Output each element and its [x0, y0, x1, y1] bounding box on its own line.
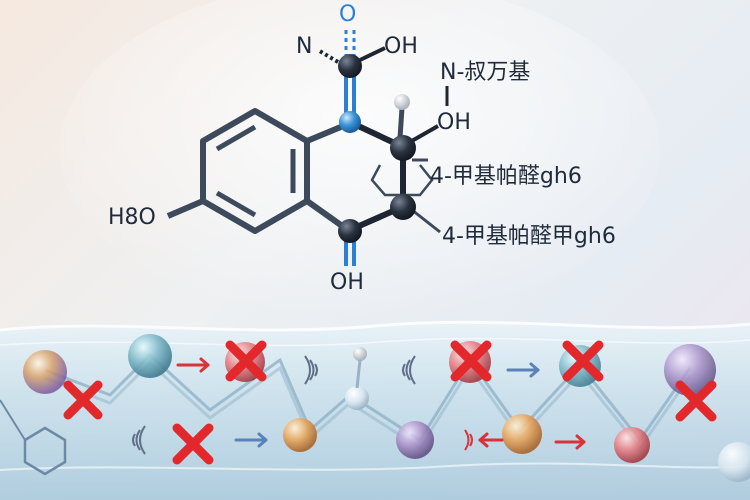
particle-bubble	[128, 334, 172, 378]
atom-label-mid-hydroxyl: OH	[437, 110, 471, 135]
particle-bubble	[283, 418, 317, 452]
membrane-inner-line	[0, 337, 750, 347]
signal-wave-icon	[464, 429, 473, 451]
signal-wave-icon	[132, 425, 146, 455]
particle-bubble	[345, 386, 369, 410]
particle-small-atom	[353, 347, 367, 361]
particle-bubble	[23, 350, 67, 394]
particle-bubble	[396, 421, 434, 459]
top-carbon-atom	[338, 54, 362, 78]
arrow-icon	[176, 357, 210, 373]
hexagon-bond	[0, 399, 26, 441]
annotation-n-group: N-叔万基	[440, 60, 531, 85]
arrow-icon	[234, 432, 268, 448]
ring-inner-bond	[215, 124, 257, 152]
atom-label-left-substituent: H8O	[108, 205, 156, 230]
annotation-methyl-1: 4-甲基帕醛gh6	[430, 164, 582, 189]
particle-bubble	[718, 442, 750, 482]
carbon-atom-left	[338, 219, 362, 243]
membrane-top-edge	[0, 320, 750, 332]
atom-label-bottom-hydroxyl: OH	[330, 270, 364, 295]
bond-to-top-hydroxyl	[359, 46, 386, 62]
bond-to-hydrogen	[397, 107, 405, 139]
bond-ring-to-lower-carbon	[305, 198, 347, 231]
carbon-atom-lower	[390, 194, 416, 220]
bond-to-mid-hydroxyl	[409, 124, 439, 144]
hydrogen-atom	[394, 94, 410, 110]
membrane-bottom-edge	[0, 462, 750, 471]
nitrogen-atom-blue	[339, 111, 361, 133]
background-glow	[60, 0, 660, 320]
signal-waves	[132, 355, 473, 455]
arrow-icon	[478, 432, 504, 448]
atom-label-top-nitrogen: N	[296, 34, 313, 59]
carbon-atom-upper	[390, 135, 416, 161]
particle-bubble	[502, 414, 542, 454]
arrow-icon	[554, 434, 586, 450]
particle-bond	[355, 359, 362, 389]
bond-to-left-substituent	[166, 198, 205, 219]
cross-mark-icon	[675, 380, 717, 422]
blocked-markers	[63, 340, 717, 465]
particle-bubble	[614, 427, 650, 463]
signal-wave-icon	[304, 355, 318, 385]
flow-arrows	[176, 357, 586, 450]
bond-to-annotation	[411, 208, 441, 234]
cross-mark-icon	[562, 340, 604, 382]
atom-label-top-oxygen: O	[339, 2, 357, 27]
ring-inner-bond	[215, 190, 257, 218]
annotation-methyl-2: 4-甲基帕醛甲gh6	[442, 224, 616, 249]
hashed-bond-to-n	[316, 48, 340, 64]
cross-mark-icon	[172, 423, 214, 465]
hexagon-fragment	[23, 426, 67, 476]
cross-mark-icon	[225, 340, 267, 382]
atom-label-top-hydroxyl: OH	[384, 34, 418, 59]
cross-mark-icon	[450, 340, 492, 382]
signal-wave-icon	[402, 355, 416, 385]
arrow-icon	[506, 362, 540, 378]
molecule-structure	[166, 28, 449, 266]
cross-mark-icon	[63, 380, 103, 420]
